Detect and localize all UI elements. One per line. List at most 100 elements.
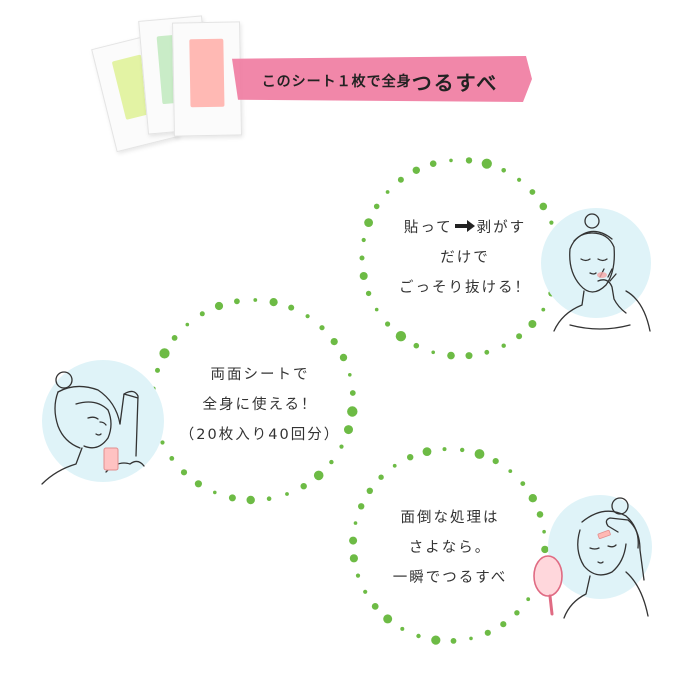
green-dot bbox=[285, 492, 289, 496]
green-dot bbox=[228, 494, 236, 502]
green-dot bbox=[180, 469, 188, 476]
green-dot bbox=[392, 463, 397, 468]
green-dot bbox=[481, 158, 492, 169]
right-arrow-icon bbox=[454, 220, 475, 232]
green-dot bbox=[300, 483, 307, 490]
green-dot bbox=[526, 597, 531, 602]
green-dot bbox=[359, 272, 368, 280]
green-dot bbox=[465, 352, 473, 360]
green-dot bbox=[159, 348, 170, 359]
green-dot bbox=[358, 503, 365, 510]
bubble-1-line-3: ごっそり抜ける！ bbox=[399, 280, 531, 296]
bubble-1-paste: 貼って bbox=[403, 220, 453, 236]
green-dot bbox=[400, 626, 405, 631]
bubble-2-line-1: 両面シートで bbox=[210, 367, 310, 383]
green-dot bbox=[529, 189, 536, 195]
green-dot bbox=[528, 494, 537, 503]
headline-emphasis: つるすべ bbox=[411, 70, 499, 95]
green-dot bbox=[539, 202, 548, 211]
green-dot bbox=[366, 487, 373, 494]
green-dot bbox=[347, 406, 358, 417]
headline-banner bbox=[232, 56, 532, 102]
green-dot bbox=[501, 343, 506, 348]
bubble-1-line-1: 貼って 剥がす bbox=[370, 213, 560, 243]
green-dot bbox=[413, 342, 420, 349]
woman-with-mirror-icon bbox=[533, 497, 649, 619]
green-dot bbox=[349, 390, 356, 396]
green-dot bbox=[412, 166, 420, 174]
bubble-text-double-sided: 両面シートで 全身に使える！ （20枚入り40回分） bbox=[160, 360, 360, 450]
green-dot bbox=[450, 638, 457, 644]
green-dot bbox=[171, 335, 178, 341]
green-dot bbox=[500, 621, 507, 628]
green-dot bbox=[329, 459, 334, 465]
green-dot bbox=[431, 635, 441, 645]
bubble-3-line-2: さよなら。 bbox=[408, 540, 492, 556]
headline-lead: このシート１枚で全身 bbox=[261, 74, 412, 90]
green-dot bbox=[514, 610, 520, 616]
green-dot bbox=[474, 449, 485, 459]
green-dot bbox=[305, 314, 310, 319]
green-dot bbox=[246, 495, 255, 505]
green-dot bbox=[465, 157, 473, 164]
green-dot bbox=[449, 158, 453, 163]
green-dot bbox=[169, 456, 175, 461]
avatar-bg-2 bbox=[42, 360, 164, 482]
green-dot bbox=[361, 237, 366, 243]
green-dot bbox=[155, 367, 160, 373]
green-dot bbox=[484, 349, 490, 355]
green-dot bbox=[269, 298, 278, 307]
green-dot bbox=[460, 447, 465, 453]
green-dot bbox=[385, 321, 391, 327]
green-dot bbox=[160, 440, 165, 445]
green-dot bbox=[313, 470, 324, 481]
green-dot bbox=[385, 190, 390, 194]
green-dot bbox=[348, 373, 352, 377]
green-dot bbox=[330, 338, 338, 346]
headline: このシート１枚で全身つるすべ bbox=[220, 66, 540, 96]
green-dot bbox=[442, 447, 447, 452]
bubble-3-line-1: 面倒な処理は bbox=[400, 510, 500, 526]
green-dot bbox=[319, 325, 325, 331]
green-dot bbox=[492, 458, 499, 465]
bubble-1-peel: 剥がす bbox=[476, 220, 527, 236]
dot-ring-3 bbox=[349, 447, 549, 645]
green-dot bbox=[349, 536, 358, 545]
green-dot bbox=[373, 203, 380, 210]
green-dot bbox=[469, 636, 473, 641]
green-dot bbox=[422, 447, 432, 456]
green-dot bbox=[549, 220, 554, 225]
green-dot bbox=[364, 218, 373, 228]
green-dot bbox=[253, 298, 258, 302]
green-dot bbox=[536, 511, 544, 518]
green-dot bbox=[371, 603, 379, 610]
green-dot bbox=[484, 629, 491, 636]
green-dot bbox=[501, 168, 507, 173]
green-dot bbox=[541, 307, 546, 312]
green-dot bbox=[214, 301, 224, 311]
green-dot bbox=[339, 444, 344, 449]
green-dot bbox=[520, 481, 526, 486]
green-dot bbox=[288, 304, 295, 311]
green-dot bbox=[359, 255, 365, 261]
green-dot bbox=[528, 320, 537, 328]
green-dot bbox=[395, 331, 407, 342]
green-dot bbox=[397, 176, 404, 183]
green-dot bbox=[447, 351, 455, 360]
green-dot bbox=[416, 633, 421, 639]
green-dot bbox=[353, 521, 358, 525]
green-dot bbox=[266, 496, 272, 502]
green-dot bbox=[349, 554, 358, 563]
green-dot bbox=[407, 454, 414, 461]
bubble-3-line-3: 一瞬でつるすべ bbox=[392, 570, 508, 586]
bubble-text-paste-peel: 貼って剥がす だけで ごっそり抜ける！ bbox=[370, 213, 560, 303]
dot-ring-2 bbox=[149, 298, 358, 505]
green-dot bbox=[378, 474, 384, 480]
green-dot bbox=[541, 545, 549, 554]
woman-face-touch-icon bbox=[553, 213, 651, 332]
green-dot bbox=[344, 425, 353, 435]
green-dot bbox=[355, 573, 361, 578]
green-dot bbox=[374, 307, 379, 312]
green-dot bbox=[185, 322, 190, 327]
green-dot bbox=[542, 529, 546, 534]
